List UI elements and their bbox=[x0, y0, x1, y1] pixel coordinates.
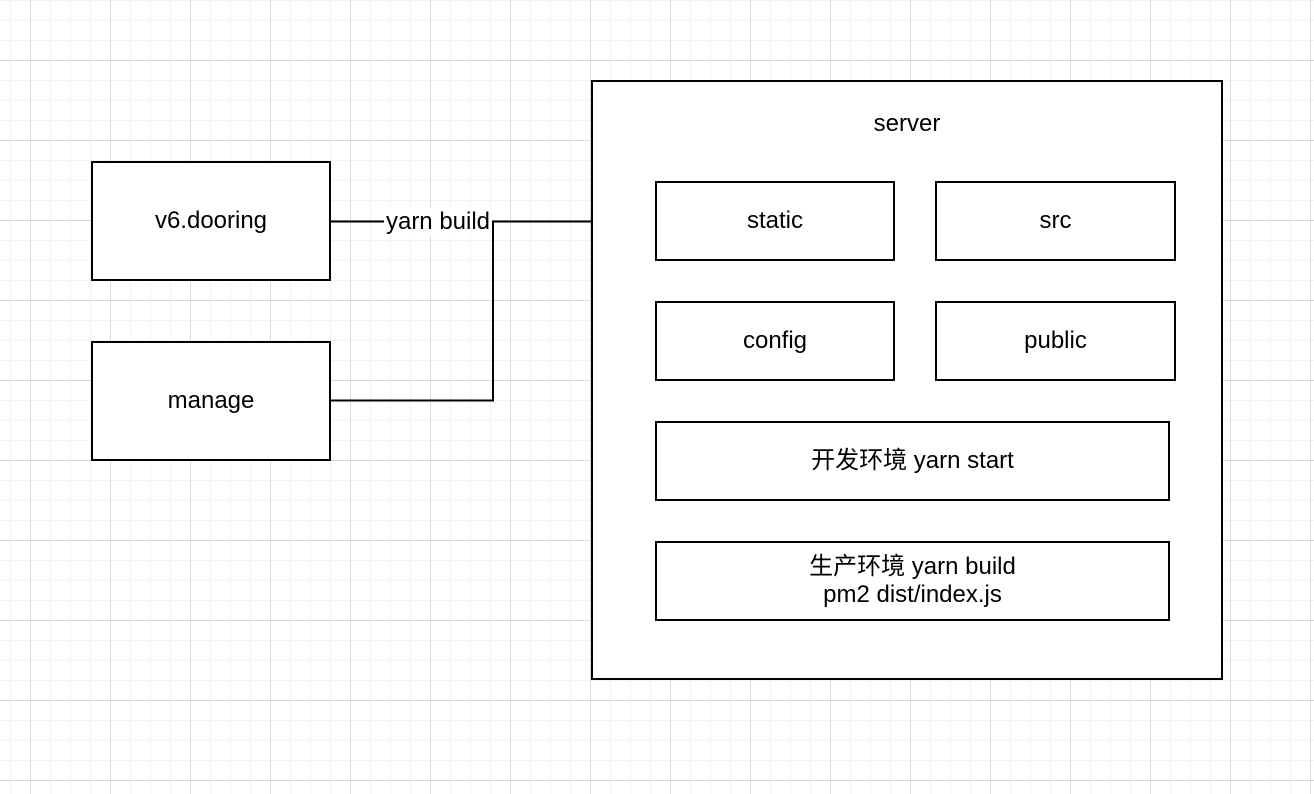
node-v6dooring-label: v6.dooring bbox=[154, 207, 268, 235]
node-public-label: public bbox=[1024, 327, 1087, 355]
node-static[interactable]: static bbox=[655, 181, 895, 261]
node-src[interactable]: src bbox=[935, 181, 1176, 261]
node-src-label: src bbox=[1039, 207, 1072, 235]
node-prod-env[interactable]: 生产环境 yarn build pm2 dist/index.js bbox=[655, 541, 1170, 621]
node-dev-env-label: 开发环境 yarn start bbox=[811, 447, 1014, 475]
node-public[interactable]: public bbox=[935, 301, 1176, 381]
node-prod-env-line1: 生产环境 yarn build bbox=[809, 553, 1016, 581]
group-server-title: server bbox=[873, 110, 941, 137]
node-static-label: static bbox=[746, 207, 803, 235]
node-dev-env[interactable]: 开发环境 yarn start bbox=[655, 421, 1170, 501]
node-v6dooring[interactable]: v6.dooring bbox=[91, 161, 331, 281]
node-manage-label: manage bbox=[167, 387, 255, 415]
node-config-label: config bbox=[742, 327, 808, 355]
node-manage[interactable]: manage bbox=[91, 341, 331, 461]
node-prod-env-line2: pm2 dist/index.js bbox=[823, 581, 1002, 608]
edge-manage-to-junction bbox=[331, 221, 494, 402]
node-config[interactable]: config bbox=[655, 301, 895, 381]
edge-label-yarn-build: yarn build bbox=[383, 208, 493, 236]
